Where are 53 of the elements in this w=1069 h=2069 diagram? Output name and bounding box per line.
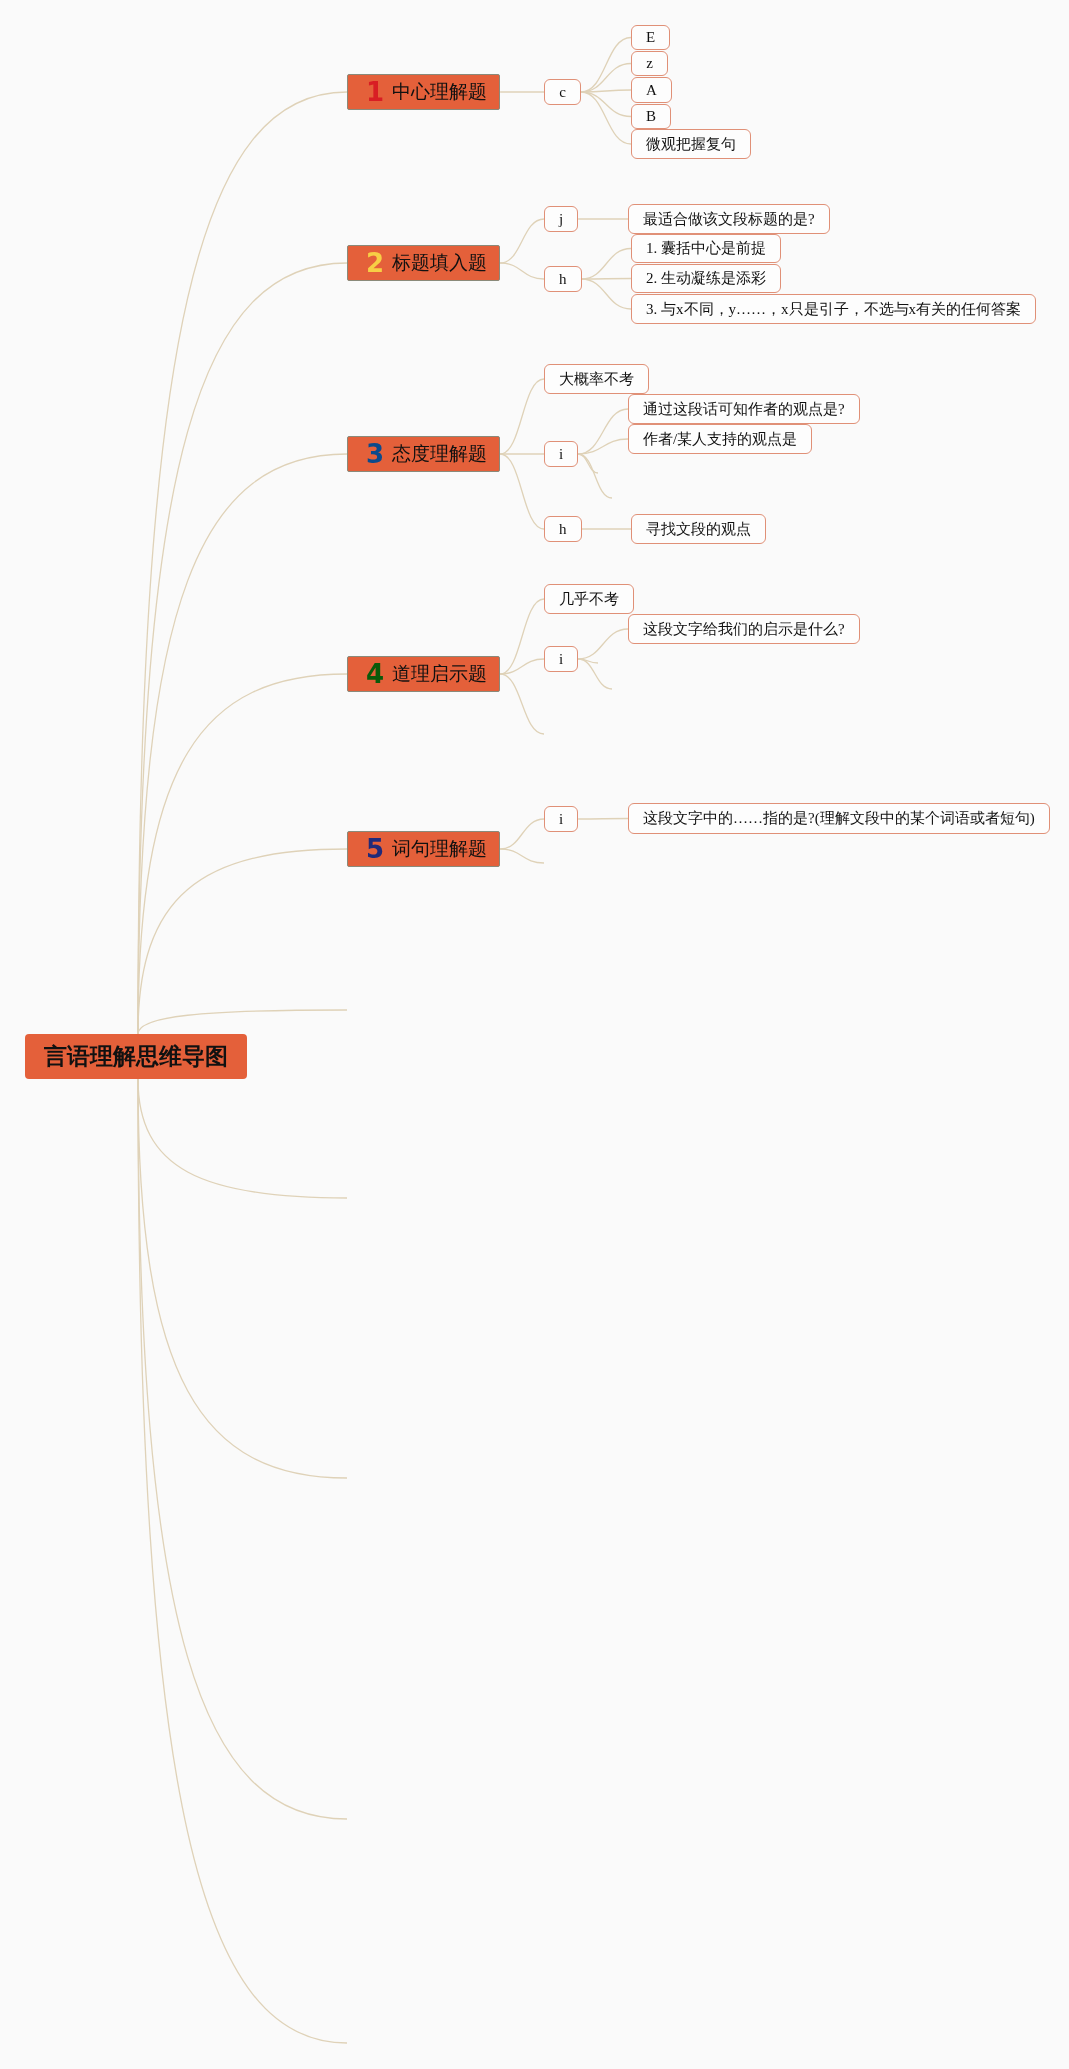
topic-label: 词句理解题: [392, 837, 488, 861]
subtopic-box: i: [544, 806, 579, 832]
connector-line: [499, 91, 545, 93]
number-label: 3: [366, 439, 385, 469]
topic-box: [347, 74, 501, 110]
topic-label: 标题填入题: [392, 251, 488, 275]
topic-box: [347, 436, 501, 472]
subtopic-box: 大概率不考: [544, 364, 649, 394]
topic-box: [347, 245, 501, 281]
subtopic-box: 这段文字中的……指的是?(理解文段中的某个词语或者短句): [628, 803, 1050, 834]
connector-line: [577, 218, 629, 220]
number-label: 2: [366, 248, 385, 278]
subtopic-box: 微观把握复句: [631, 129, 751, 159]
subtopic-box: i: [544, 441, 579, 467]
subtopic-box: 寻找文段的观点: [631, 514, 766, 544]
connector-line: [499, 673, 545, 735]
subtopic-box: 最适合做该文段标题的是?: [628, 204, 830, 234]
subtopic-box: E: [631, 25, 671, 50]
subtopic-box: 几乎不考: [544, 584, 634, 614]
subtopic-box: c: [544, 79, 581, 105]
subtopic-box: 2. 生动凝练是添彩: [631, 264, 781, 293]
connector-line: [580, 528, 632, 530]
connector-line: [577, 658, 613, 690]
connector-line: [580, 278, 632, 310]
connector-line: [499, 848, 545, 864]
subtopic-box: 1. 囊括中心是前提: [631, 234, 781, 263]
topic-box: [347, 656, 501, 692]
subtopic-box: 作者/某人支持的观点是: [628, 424, 813, 454]
connector-line: [499, 262, 545, 280]
subtopic-box: i: [544, 646, 579, 672]
connector-line: [577, 817, 629, 820]
subtopic-box: 这段文字给我们的启示是什么?: [628, 614, 860, 644]
topic-label: 中心理解题: [392, 80, 488, 104]
central-topic-box: 言语理解思维导图: [25, 1034, 247, 1079]
topic-label: 态度理解题: [392, 442, 488, 466]
connector-line: [137, 848, 348, 1035]
subtopic-box: h: [544, 516, 582, 542]
topic-label: 道理启示题: [392, 662, 488, 686]
connector-line: [577, 628, 629, 660]
subtopic-box: 3. 与x不同，y……，x只是引子，不选与x有关的任何答案: [631, 294, 1036, 324]
subtopic-box: z: [631, 51, 668, 76]
subtopic-box: j: [544, 206, 579, 232]
connector-line: [499, 453, 545, 530]
connector-line: [577, 453, 613, 499]
subtopic-box: A: [631, 77, 672, 103]
number-label: 4: [366, 659, 385, 689]
number-label: 1: [366, 77, 385, 107]
connector-line: [137, 1009, 348, 1035]
subtopic-box: 通过这段话可知作者的观点是?: [628, 394, 860, 424]
subtopic-box: h: [544, 266, 582, 292]
subtopic-box: B: [631, 104, 671, 129]
topic-box: [347, 831, 501, 867]
number-label: 5: [366, 834, 385, 864]
